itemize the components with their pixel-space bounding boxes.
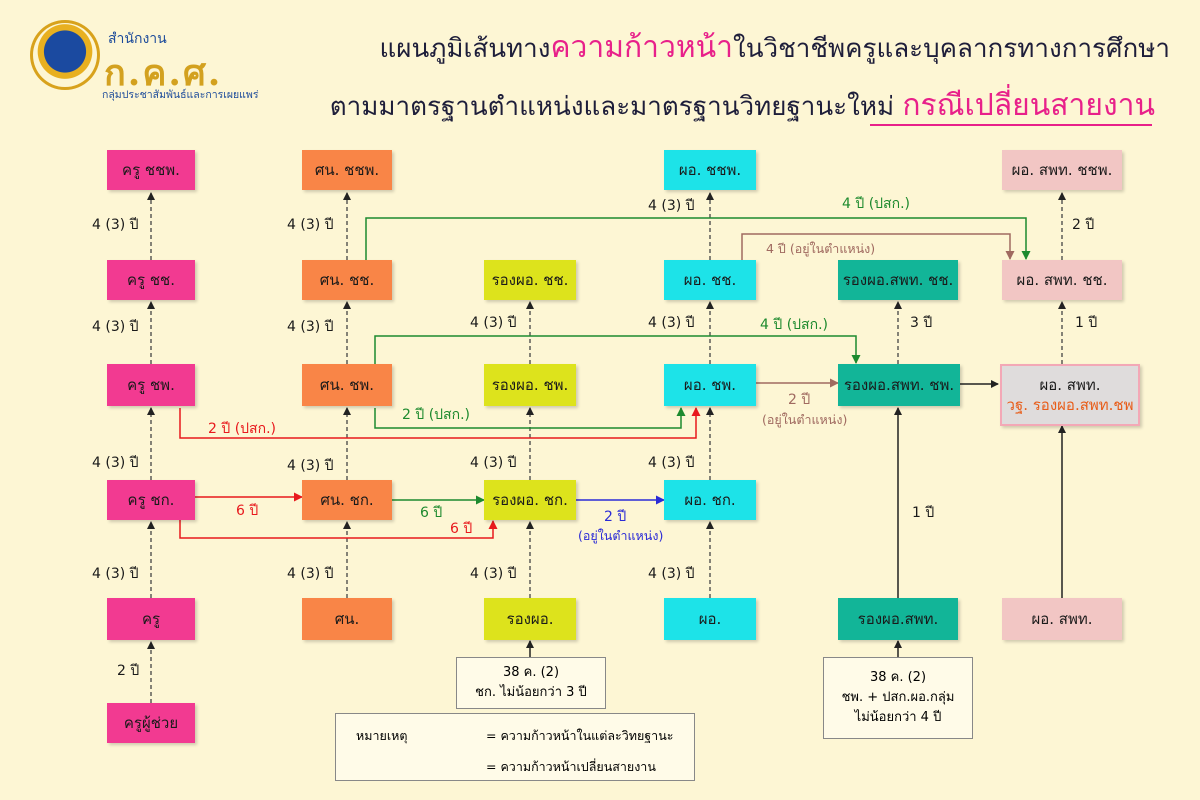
label-sn-chp-chch: 4 (3) ปี xyxy=(287,319,334,335)
node-kru-assistant: ครูผู้ช่วย xyxy=(107,703,195,743)
title-line-1-highlight: ความก้าวหน้า xyxy=(550,30,734,65)
node-vp-chp: รองผอ. ชพ. xyxy=(484,364,576,406)
node-sn: ศน. xyxy=(302,598,392,640)
legend-dashed-text: = ความก้าวหน้าในแต่ละวิทยฐานะ xyxy=(486,728,674,743)
label-sn-chk-chp: 4 (3) ปี xyxy=(287,458,334,474)
title-line-2-pre: ตามมาตรฐานตำแหน่งและมาตรฐานวิทยฐานะใหม่ xyxy=(329,92,903,122)
label-sn-sn-chk: 4 (3) ปี xyxy=(287,566,334,582)
logo-top-text: สำนักงาน xyxy=(108,31,167,47)
edge-brown-dir-chch-to-ddir-chch xyxy=(741,233,1015,260)
node-dir-chch: ผอ. ชช. xyxy=(664,260,756,300)
label-kru-chp-chch: 4 (3) ปี xyxy=(92,319,139,335)
node-kru-chk: ครู ชก. xyxy=(107,480,195,520)
ocsc-logo: สำนักงาน ก.ค.ศ. กลุ่มประชาสัมพันธ์และการ… xyxy=(30,20,258,105)
node-sn-chchp: ศน. ชชพ. xyxy=(302,150,392,190)
node-kru-chch: ครู ชช. xyxy=(107,260,195,300)
node-dvp: รองผอ.สพท. xyxy=(838,598,958,640)
node-dir-chp: ผอ. ชพ. xyxy=(664,364,756,406)
dvp-req-line-3: ไม่น้อยกว่า 4 ปี xyxy=(854,710,942,725)
logo-main-text: ก.ค.ศ. xyxy=(104,52,223,94)
node-ddir: ผอ. สพท. xyxy=(1002,598,1122,640)
label-vp-vp-chk: 4 (3) ปี xyxy=(470,566,517,582)
edge-green-sn-chp-to-dvp-chp xyxy=(374,335,861,364)
dvp-req-line-1: 38 ค. (2) xyxy=(869,670,927,685)
legend-title: หมายเหตุ xyxy=(356,728,408,743)
label-green-4-plsk-top: 4 ปี (ปสก.) xyxy=(842,196,910,212)
node-ddir-chch: ผอ. สพท. ชช. xyxy=(1002,260,1122,300)
label-dir-chch-chchp: 4 (3) ปี xyxy=(648,198,695,214)
node-ddir-main-title: ผอ. สพท. xyxy=(1039,376,1101,394)
label-green-4-plsk-mid: 4 ปี (ปสก.) xyxy=(760,317,828,333)
node-sn-chp: ศน. ชพ. xyxy=(302,364,392,406)
edge-red-kru-chp-to-dir-chp xyxy=(179,407,701,439)
label-ddir-main-chch: 1 ปี xyxy=(1075,315,1098,331)
dvp-requirement-box: 38 ค. (2) ชพ. + ปสก.ผอ.กลุ่ม ไม่น้อยกว่า… xyxy=(823,657,973,739)
title-underline xyxy=(870,124,1152,126)
node-dvp-chch: รองผอ.สพท. ชช. xyxy=(838,260,958,300)
node-dir: ผอ. xyxy=(664,598,756,640)
node-kru-chchp: ครู ชชพ. xyxy=(107,150,195,190)
node-kru-chp: ครู ชพ. xyxy=(107,364,195,406)
label-red-6-low: 6 ปี xyxy=(450,521,473,537)
edge-red-kru-chk-to-vp-chk xyxy=(179,520,498,539)
title-line-2-highlight: กรณีเปลี่ยนสายงาน xyxy=(902,88,1155,123)
label-brown-inpos: (อยู่ในตำแหน่ง) xyxy=(762,412,848,427)
label-ddir-chch-chchp: 2 ปี xyxy=(1072,217,1095,233)
label-dir-chk-chp: 4 (3) ปี xyxy=(648,455,695,471)
label-green-2-plsk: 2 ปี (ปสก.) xyxy=(402,407,470,423)
label-dvp-dvp-chp: 1 ปี xyxy=(912,505,935,521)
label-red-6: 6 ปี xyxy=(236,503,259,519)
title-line-1-post: ในวิชาชีพครูและบุคลากรทางการศึกษา xyxy=(733,34,1170,64)
node-dvp-chp: รองผอ.สพท. ชพ. xyxy=(838,364,960,406)
label-brown-2: 2 ปี xyxy=(788,392,811,408)
node-dir-chk: ผอ. ชก. xyxy=(664,480,756,520)
node-vp-chk: รองผอ. ชก. xyxy=(484,480,576,520)
vp-req-line-2: ชก. ไม่น้อยกว่า 3 ปี xyxy=(475,685,587,700)
label-vp-chk-chp: 4 (3) ปี xyxy=(470,455,517,471)
node-ddir-main: ผอ. สพท. วฐ. รองผอ.สพท.ชพ xyxy=(1000,364,1140,426)
logo-sub-text: กลุ่มประชาสัมพันธ์และการเผยแพร่ xyxy=(102,89,259,101)
label-brown-4-inpos: 4 ปี (อยู่ในตำแหน่ง) xyxy=(766,241,876,256)
node-dir-chchp: ผอ. ชชพ. xyxy=(664,150,756,190)
label-dir-dir-chk: 4 (3) ปี xyxy=(648,566,695,582)
label-kru-assistant-kru: 2 ปี xyxy=(117,663,140,679)
legend: หมายเหตุ = ความก้าวหน้าในแต่ละวิทยฐานะ =… xyxy=(335,713,695,781)
label-dir-chp-chch: 4 (3) ปี xyxy=(648,315,695,331)
label-red-2-plsk: 2 ปี (ปสก.) xyxy=(208,421,276,437)
legend-solid-text: = ความก้าวหน้าเปลี่ยนสายงาน xyxy=(486,759,656,774)
node-vp: รองผอ. xyxy=(484,598,576,640)
dvp-req-line-2: ชพ. + ปสก.ผอ.กลุ่ม xyxy=(841,690,955,705)
node-ddir-chchp: ผอ. สพท. ชชพ. xyxy=(1002,150,1122,190)
vp-requirement-box: 38 ค. (2) ชก. ไม่น้อยกว่า 3 ปี xyxy=(456,657,606,709)
emblem-icon xyxy=(30,20,100,90)
vp-req-line-1: 38 ค. (2) xyxy=(502,665,560,680)
label-kru-chk-chp: 4 (3) ปี xyxy=(92,455,139,471)
label-kru-chch-chchp: 4 (3) ปี xyxy=(92,217,139,233)
title-line-2: ตามมาตรฐานตำแหน่งและมาตรฐานวิทยฐานะใหม่ … xyxy=(290,82,1155,129)
title-line-1-pre: แผนภูมิเส้นทาง xyxy=(379,34,551,64)
label-sn-chch-chchp: 4 (3) ปี xyxy=(287,217,334,233)
label-kru-kru-chk: 4 (3) ปี xyxy=(92,566,139,582)
label-vp-chp-chch: 4 (3) ปี xyxy=(470,315,517,331)
label-blue-2: 2 ปี xyxy=(604,509,627,525)
edge-green-sn-chch-to-ddir-chch xyxy=(365,217,1031,260)
node-sn-chch: ศน. ชช. xyxy=(302,260,392,300)
node-vp-chch: รองผอ. ชช. xyxy=(484,260,576,300)
label-dvp-chp-chch: 3 ปี xyxy=(910,315,933,331)
node-sn-chk: ศน. ชก. xyxy=(302,480,392,520)
label-blue-inpos: (อยู่ในตำแหน่ง) xyxy=(578,528,664,543)
node-ddir-main-subtitle: วฐ. รองผอ.สพท.ชพ xyxy=(1006,396,1134,414)
title-line-1: แผนภูมิเส้นทางความก้าวหน้าในวิชาชีพครูแล… xyxy=(290,24,1170,71)
label-green-6: 6 ปี xyxy=(420,505,443,521)
node-kru: ครู xyxy=(107,598,195,640)
edge-green-sn-chp-to-dir-chp xyxy=(374,407,686,429)
